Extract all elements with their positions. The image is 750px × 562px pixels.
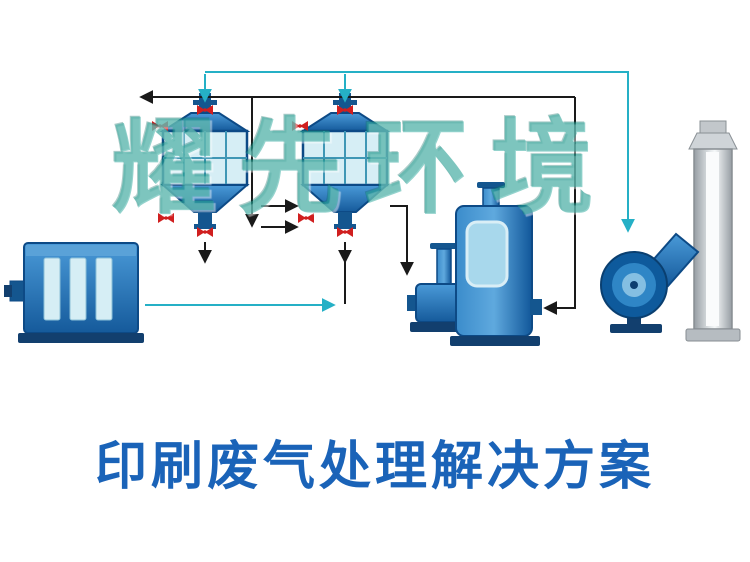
pipe-network-black — [139, 90, 576, 315]
tank-right-port — [530, 299, 542, 315]
box-inlet-nub — [4, 285, 12, 297]
valve-icon — [298, 213, 314, 223]
pump-side-port — [407, 295, 418, 311]
filter1-top-funnel — [159, 112, 251, 132]
chimney-cap-top — [699, 120, 727, 134]
centrifugal-fan — [600, 232, 700, 333]
tank-base — [450, 336, 540, 346]
chimney-cap — [688, 132, 738, 150]
fan-hub — [630, 281, 638, 289]
tank-window — [465, 220, 509, 288]
exhaust-chimney — [685, 120, 741, 342]
filter1-top-flange — [193, 100, 217, 105]
filter2-discharge-tube — [338, 212, 352, 226]
chimney-stripe — [706, 152, 719, 326]
filter2-discharge-flange — [334, 224, 356, 229]
page-title: 印刷废气处理解决方案 — [94, 439, 655, 496]
pulse-filter-unit-2 — [299, 93, 391, 229]
box-slat-1 — [43, 257, 61, 321]
black-return-line-right — [543, 97, 576, 315]
box-slat-2 — [69, 257, 87, 321]
pump-pipe-flange — [430, 243, 458, 249]
chimney-base — [685, 328, 741, 342]
adsorption-box — [4, 242, 144, 343]
filter1-hopper — [160, 184, 250, 213]
filter2-cell-grid — [303, 131, 387, 185]
box-top-strip — [26, 245, 136, 256]
black-line-to-pump — [390, 205, 414, 276]
box-base — [18, 333, 144, 343]
box-slat-3 — [95, 257, 113, 321]
teal-top-header-to-fan — [205, 71, 635, 233]
valve-icon — [158, 213, 174, 223]
valve-icon — [152, 121, 168, 131]
filter2-hopper — [300, 184, 390, 213]
fan-base — [610, 324, 662, 333]
pump-riser-pipe — [436, 248, 452, 286]
tank-pipe-flange — [477, 182, 505, 188]
filter1-discharge-flange — [194, 224, 216, 229]
filter1-discharge-tube — [198, 212, 212, 226]
filter2-top-flange — [333, 100, 357, 105]
pipe-network-teal — [145, 71, 635, 312]
filter1-cell-grid — [163, 131, 247, 185]
pulse-filter-unit-1 — [159, 93, 251, 229]
filter2-top-funnel — [299, 112, 391, 132]
treatment-tank — [450, 182, 542, 346]
valve-icon — [292, 121, 308, 131]
